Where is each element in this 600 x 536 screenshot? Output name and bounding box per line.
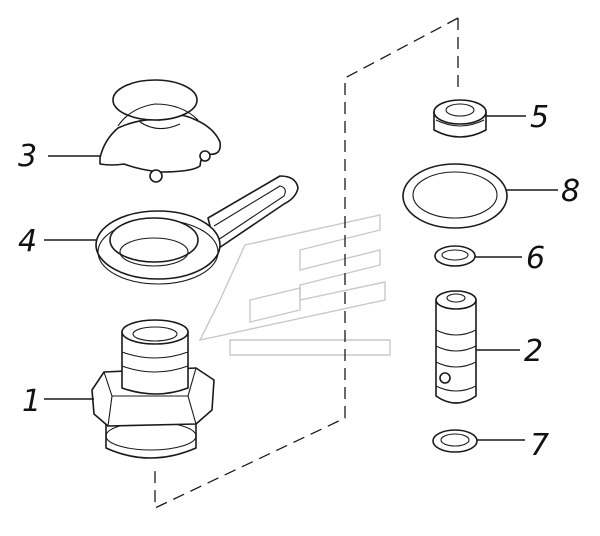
callout-5: 5 bbox=[530, 100, 549, 135]
leader-lines bbox=[44, 115, 558, 441]
part-1-fitting bbox=[91, 319, 215, 459]
callout-3: 3 bbox=[18, 139, 37, 174]
assembly-dashed-line bbox=[154, 17, 459, 510]
part-5-nut bbox=[433, 99, 487, 138]
part-7-small-ring bbox=[432, 429, 478, 453]
watermark-logo bbox=[198, 214, 391, 356]
callout-4: 4 bbox=[18, 224, 37, 259]
part-4-strap-ring bbox=[95, 175, 299, 285]
part-2-valve-insert bbox=[435, 290, 477, 404]
callout-2: 2 bbox=[524, 334, 543, 369]
callout-8: 8 bbox=[561, 174, 580, 209]
part-3-cap bbox=[99, 79, 222, 183]
callout-7: 7 bbox=[530, 428, 549, 463]
callout-6: 6 bbox=[526, 241, 545, 276]
callout-1: 1 bbox=[22, 384, 41, 419]
part-8-large-o-ring bbox=[402, 163, 508, 229]
part-6-small-ring bbox=[434, 245, 476, 267]
